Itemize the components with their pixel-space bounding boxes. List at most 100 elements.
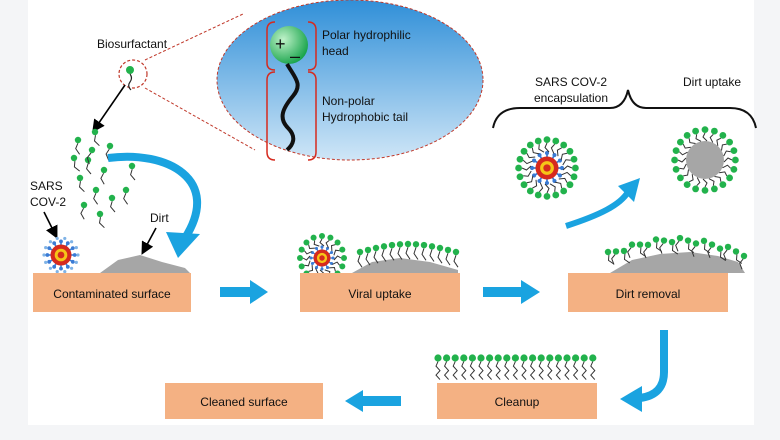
surfactant-tail [627,247,632,258]
surfactant-tail [93,135,100,147]
surfactant-tail [304,250,312,255]
virus-spike-tip [65,264,70,269]
surfactant-head [566,181,574,189]
virus-glycoprotein [44,246,48,250]
surfactant-head [710,127,718,135]
virus-spike-tip [47,259,52,264]
box-contaminated-surface [33,273,191,312]
surfactant-tail [123,193,129,205]
box-dirt-removal [568,273,728,312]
surfactant-tail [687,243,695,254]
surfactant-head [452,248,460,256]
surfactant-tail [495,361,501,380]
encapsulation-label-2: encapsulation [534,91,608,105]
surfactants-lifting-dirt [604,234,748,270]
dirt-pile [100,255,190,273]
surfactant-head [628,241,636,248]
stage-dirt-removal: Dirt removal [568,234,748,312]
surfactant-tail [405,247,411,260]
surfactant-head [520,181,528,189]
surfactant-head [516,173,524,181]
sars-arrow [43,211,58,239]
surfactant-head [660,237,668,244]
virus-spike-tip [45,253,50,257]
surfactant-tail [719,251,727,262]
surfactant-tail [461,361,467,380]
sars-label-1: SARS [30,179,63,193]
surfactant-tail [709,133,714,143]
head-label-2: head [322,44,349,58]
surfactant-tail [330,244,336,251]
surfactant-head [388,241,396,249]
surfactant-tail [421,248,427,261]
surfactant-head [708,241,716,248]
surfactant-tail [526,175,534,184]
surfactant-head [668,238,676,246]
surfactant-tail [549,183,556,192]
surfactant-head [566,147,574,155]
virus-spike-tip [552,152,557,158]
virus-nucleus [319,255,325,261]
surfactant-head [380,243,388,250]
surfactant-head [516,155,524,163]
surfactant-tail [722,164,732,169]
surfactant-head [552,191,560,199]
curved-arrow-up-head [618,178,640,202]
surfactant-tail [708,178,715,186]
virus-spike-tip [59,266,63,271]
surfactant-tail [531,147,540,155]
virus-nucleus [543,164,551,172]
surfactant-tail [304,260,311,267]
surfactant-head [534,137,542,145]
hydrophilic-head [270,26,308,64]
zoom-line-bottom [144,87,256,151]
surfactant-tail [526,153,536,159]
surfactant-tail [677,157,687,163]
surfactant-tail [572,361,579,380]
surfactant-head [692,127,700,135]
virus-glycoprotein [69,240,74,244]
surfactant-tail [544,142,550,153]
virus-glycoprotein [48,266,53,270]
biosurfactant-arrow [92,84,126,133]
surfactant-tail [78,181,85,193]
surfactant-tail [429,249,435,262]
virus-glycoprotein [55,236,59,241]
surfactant-head [563,354,571,362]
dirt-uptake-label: Dirt uptake [683,75,741,89]
surfactant-tail [702,132,708,142]
surfactant-tail [469,361,476,380]
plus-sign: + [275,34,286,54]
dirt-core [686,141,724,179]
viral-uptake-label: Viral uptake [348,287,411,301]
surfactant-head [468,354,476,362]
surfactant-tail [452,361,458,380]
surfactant-head [604,248,612,256]
surfactant-tail [523,170,532,177]
surfactant-head [443,354,451,362]
surfactant-tail [723,249,728,261]
surfactant-tail [100,172,105,185]
surfactant-head [560,187,568,195]
surfactant-tail [702,178,708,188]
surfactant-tail [639,247,647,258]
surfactant-head [701,126,709,133]
surfactant-tail [544,183,550,194]
surfactant-tail [329,266,336,272]
surfactant-head [310,234,317,241]
surfactant-tail [679,163,687,170]
surfactant-head [543,136,551,144]
surfactant-tail [504,361,510,380]
surfactant-head [334,239,341,246]
surfactant-tail [721,143,727,151]
surfactant-head [76,174,84,182]
surfactant-head [537,354,545,362]
surfactant-tail [688,174,694,183]
biosurfactant-label: Biosurfactant [97,37,168,51]
tail-label-1: Non-polar [322,94,375,108]
surfactant-tail [691,246,696,257]
virus-spike-tip [320,267,324,271]
surfactant-head [298,263,305,270]
surfactant-tail [714,176,722,182]
